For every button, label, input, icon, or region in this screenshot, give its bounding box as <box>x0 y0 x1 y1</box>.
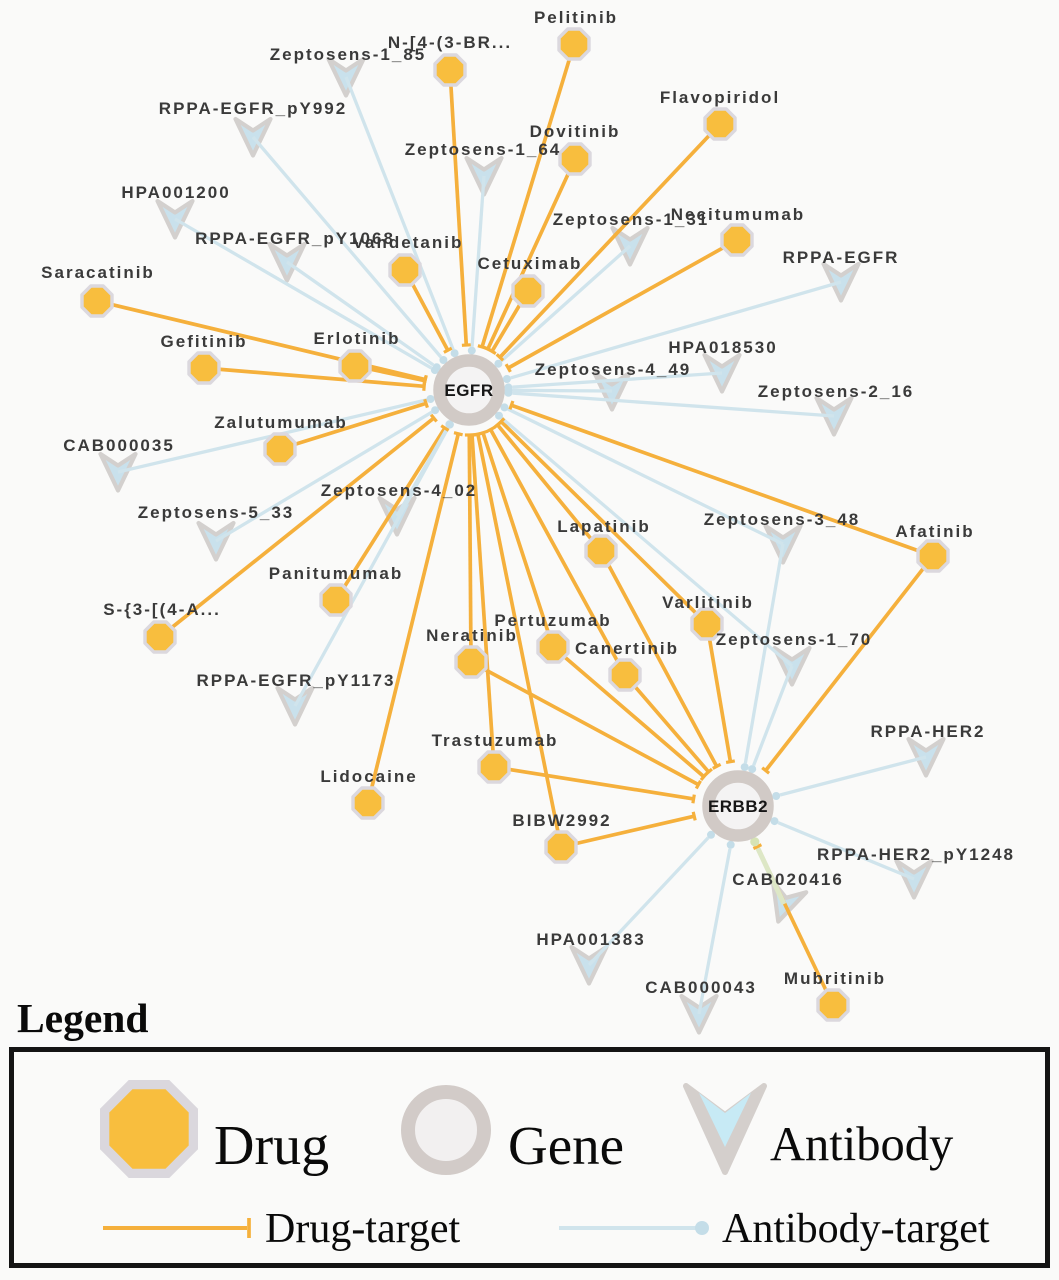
svg-text:Flavopiridol: Flavopiridol <box>660 88 780 107</box>
svg-text:CAB000043: CAB000043 <box>645 978 757 997</box>
svg-text:Zalutumumab: Zalutumumab <box>214 413 347 432</box>
svg-text:HPA018530: HPA018530 <box>668 338 777 357</box>
svg-text:Zeptosens-1_70: Zeptosens-1_70 <box>716 630 873 649</box>
svg-text:Drug-target: Drug-target <box>265 1206 460 1252</box>
svg-text:Legend: Legend <box>17 995 148 1041</box>
svg-text:Neratinib: Neratinib <box>426 626 518 645</box>
svg-text:Pertuzumab: Pertuzumab <box>494 611 611 630</box>
svg-text:Zeptosens-1_31: Zeptosens-1_31 <box>553 210 710 229</box>
svg-text:Canertinib: Canertinib <box>575 639 679 658</box>
svg-text:BIBW2992: BIBW2992 <box>512 811 611 830</box>
svg-text:Mubritinib: Mubritinib <box>784 969 886 988</box>
svg-text:Saracatinib: Saracatinib <box>41 263 155 282</box>
svg-text:Trastuzumab: Trastuzumab <box>432 731 559 750</box>
svg-text:Lapatinib: Lapatinib <box>557 517 651 536</box>
svg-text:RPPA-EGFR: RPPA-EGFR <box>783 248 900 267</box>
svg-text:Lidocaine: Lidocaine <box>320 767 417 786</box>
svg-text:EGFR: EGFR <box>444 381 493 400</box>
svg-text:Zeptosens-1_64: Zeptosens-1_64 <box>405 140 562 159</box>
svg-text:Zeptosens-4_02: Zeptosens-4_02 <box>321 481 478 500</box>
svg-text:Gene: Gene <box>508 1115 624 1176</box>
svg-text:Antibody: Antibody <box>770 1118 954 1171</box>
svg-text:HPA001383: HPA001383 <box>536 930 645 949</box>
svg-text:Zeptosens-2_16: Zeptosens-2_16 <box>758 382 915 401</box>
svg-text:Zeptosens-4_49: Zeptosens-4_49 <box>535 360 692 379</box>
svg-text:HPA001200: HPA001200 <box>121 183 230 202</box>
svg-text:N-[4-(3-BR...: N-[4-(3-BR... <box>388 33 512 52</box>
svg-text:Zeptosens-1_85: Zeptosens-1_85 <box>270 45 427 64</box>
svg-text:CAB020416: CAB020416 <box>732 870 844 889</box>
svg-text:Zeptosens-3_48: Zeptosens-3_48 <box>704 510 861 529</box>
svg-text:RPPA-EGFR_pY992: RPPA-EGFR_pY992 <box>159 99 347 118</box>
svg-text:Panitumumab: Panitumumab <box>269 564 403 583</box>
svg-text:CAB000035: CAB000035 <box>63 436 175 455</box>
svg-text:RPPA-HER2_pY1248: RPPA-HER2_pY1248 <box>817 845 1015 864</box>
svg-text:Varlitinib: Varlitinib <box>662 593 754 612</box>
svg-text:Cetuximab: Cetuximab <box>478 254 583 273</box>
svg-text:Zeptosens-5_33: Zeptosens-5_33 <box>138 503 295 522</box>
svg-text:S-{3-[(4-A...: S-{3-[(4-A... <box>103 600 221 619</box>
svg-text:Necitumumab: Necitumumab <box>671 205 805 224</box>
svg-text:Vandetanib: Vandetanib <box>353 233 464 252</box>
svg-text:Antibody-target: Antibody-target <box>722 1206 990 1252</box>
svg-text:Afatinib: Afatinib <box>895 522 974 541</box>
svg-text:Drug: Drug <box>214 1115 329 1177</box>
svg-text:Dovitinib: Dovitinib <box>530 122 621 141</box>
svg-text:RPPA-EGFR_pY1068: RPPA-EGFR_pY1068 <box>195 229 395 248</box>
svg-text:RPPA-HER2: RPPA-HER2 <box>871 722 986 741</box>
svg-text:ERBB2: ERBB2 <box>708 797 768 816</box>
svg-text:Erlotinib: Erlotinib <box>314 329 401 348</box>
svg-text:Gefitinib: Gefitinib <box>161 332 248 351</box>
svg-text:RPPA-EGFR_pY1173: RPPA-EGFR_pY1173 <box>197 671 396 690</box>
svg-text:Pelitinib: Pelitinib <box>534 8 618 27</box>
